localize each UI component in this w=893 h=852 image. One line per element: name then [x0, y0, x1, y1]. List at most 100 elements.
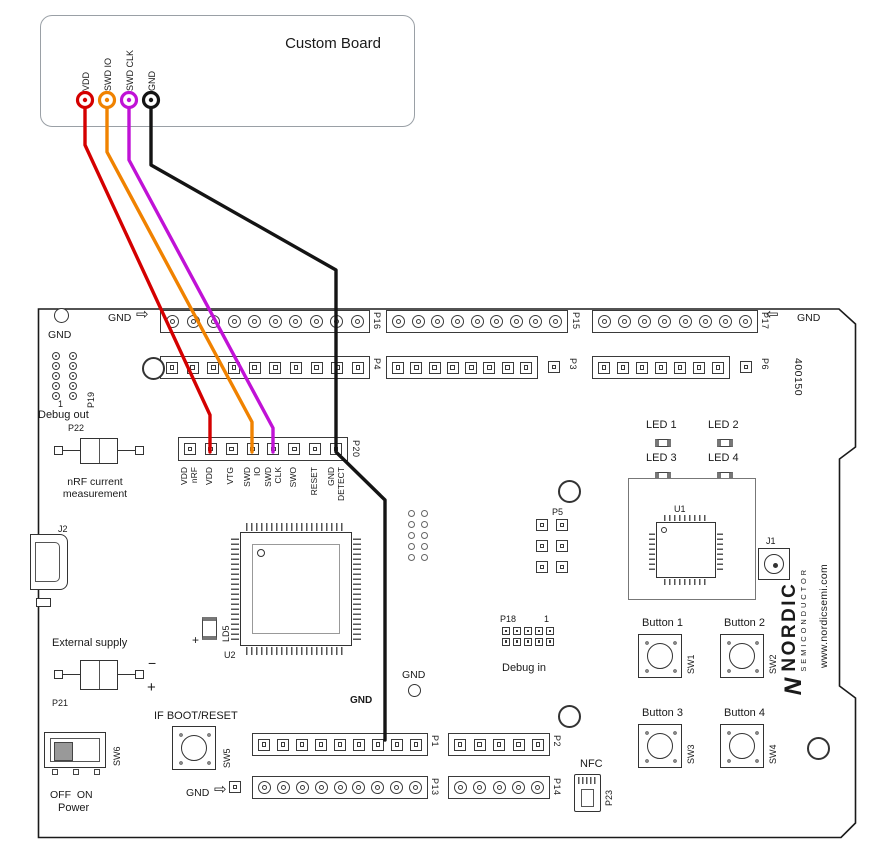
pin: [617, 361, 629, 374]
header-p15: [386, 310, 568, 333]
board-part-number: 400150: [792, 358, 804, 397]
supply-minus-sign: −: [148, 655, 157, 671]
button1-label: Button 1: [642, 617, 683, 629]
pin: [296, 738, 308, 751]
pin: [421, 554, 428, 561]
p20-pin-label: SWD CLK: [263, 467, 283, 487]
pin: [333, 781, 347, 794]
pin: [69, 372, 77, 380]
mcu-ref: U2: [224, 650, 236, 660]
button-cap: [647, 733, 673, 759]
header-label-p13: P13: [430, 778, 440, 796]
pin: [329, 443, 342, 455]
jumper-pin: [54, 670, 63, 679]
pin: [408, 543, 415, 550]
pin: [315, 738, 327, 751]
pin: [431, 315, 445, 328]
header-label-p6: P6: [760, 358, 770, 371]
pin: [289, 361, 302, 374]
pin: [509, 315, 523, 328]
pin: [465, 361, 478, 374]
pin: [454, 738, 466, 751]
mcu-pins-bottom: [246, 647, 346, 655]
radio-pins-right: [717, 530, 723, 570]
pin: [454, 781, 467, 794]
pin: [513, 637, 521, 646]
power-switch: [44, 732, 106, 768]
pin: [351, 361, 364, 374]
power-switch-knob: [54, 742, 73, 761]
usb-ref: J2: [58, 524, 68, 534]
arrow-right-icon: ⇨: [136, 306, 149, 323]
mcu-die: [252, 544, 340, 634]
pin: [548, 361, 560, 373]
cb-pin-label-vdd: VDD: [80, 71, 91, 91]
pin: [536, 540, 548, 552]
mounting-hole: [558, 705, 581, 728]
header-p20: [178, 437, 348, 461]
pin: [392, 361, 404, 374]
wire-vdd: [83, 100, 212, 454]
led2-label: LED 2: [708, 419, 739, 431]
pin: [410, 738, 422, 751]
header-label-p20: P20: [351, 440, 361, 458]
header-label-p3: P3: [568, 358, 578, 371]
pin: [535, 627, 543, 635]
mcu-pins-left: [231, 538, 239, 640]
pin: [674, 361, 686, 374]
button2-label: Button 2: [724, 617, 765, 629]
pin: [289, 315, 303, 328]
arrow-right-icon: ⇨: [214, 781, 227, 798]
mcu-pins-top: [246, 523, 346, 531]
pin: [258, 781, 271, 794]
radio-ref: U1: [674, 504, 686, 514]
pin: [492, 781, 506, 794]
pin: [166, 315, 179, 328]
pin: [698, 315, 712, 328]
pin: [556, 540, 568, 552]
button2-ref: SW2: [768, 654, 778, 674]
switch-pin: [73, 769, 79, 775]
pin: [546, 627, 554, 635]
p5-header: [536, 519, 568, 573]
supply-plus-sign: +: [147, 679, 156, 696]
pin: [52, 362, 60, 370]
pin: [740, 361, 752, 373]
pin: [331, 361, 344, 374]
pin: [408, 532, 415, 539]
pin: [227, 361, 240, 374]
gnd-bottom-label: GND: [186, 787, 210, 799]
brand-url: www.nordicsemi.com: [818, 563, 830, 668]
pin: [204, 443, 217, 455]
power-label: Power: [58, 802, 90, 814]
radio-pins-bottom: [664, 579, 708, 585]
radio-pin1-dot: [661, 527, 667, 533]
brand-name: NORDIC: [779, 581, 800, 672]
header-p6: [592, 356, 730, 379]
header-p16: [160, 310, 370, 333]
brand-subtitle: SEMICONDUCTOR: [799, 567, 808, 672]
mcu-pin1-dot: [257, 549, 265, 557]
pin: [556, 519, 568, 531]
pin: [184, 443, 196, 455]
boot-reset-label: IF BOOT/RESET: [154, 710, 238, 722]
header-label-p2: P2: [552, 735, 562, 748]
cb-pin-label-swdclk: SWD CLK: [124, 49, 135, 91]
pin: [69, 392, 77, 400]
pin: [309, 443, 322, 455]
header-p2: [448, 733, 550, 756]
pin: [658, 315, 672, 328]
button-cap: [729, 643, 755, 669]
button1-ref: SW1: [686, 654, 696, 674]
boot-reset-button: [172, 726, 216, 770]
pin: [371, 781, 385, 794]
pin: [392, 315, 405, 328]
usb-connector-inner: [35, 542, 60, 582]
pin: [69, 382, 77, 390]
antenna-connector: [758, 548, 790, 580]
p20-pin-label: VDD nRF: [179, 467, 199, 485]
pin: [52, 392, 60, 400]
pin: [712, 361, 724, 374]
pin: [470, 315, 484, 328]
